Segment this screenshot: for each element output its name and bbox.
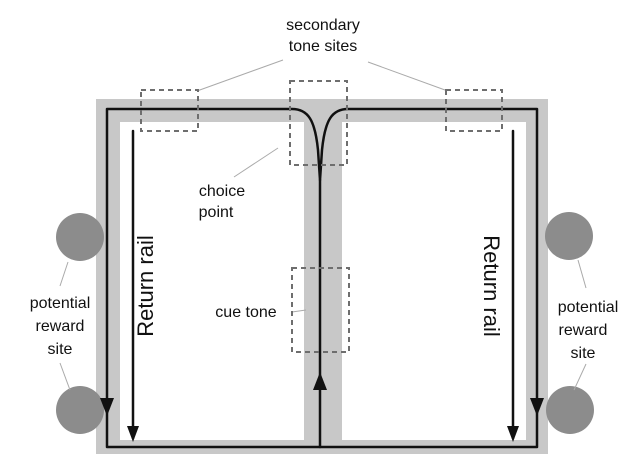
label-reward-right-3: site (571, 345, 596, 362)
arrowheads (100, 372, 544, 442)
arrowhead-center-up (313, 372, 327, 390)
leader-line-choice-point (233, 147, 279, 178)
leader-line-cue-tone (291, 309, 307, 313)
choice-point-box (289, 80, 348, 166)
animal-path (105, 107, 539, 449)
secondary-tone-site-left-box (140, 89, 199, 132)
leader-line-secondary-left (196, 59, 284, 92)
label-choice-point-2: point (199, 204, 234, 221)
leader-line-reward-left-top (59, 261, 69, 287)
leader-line-secondary-right (367, 61, 446, 91)
leader-lines (59, 59, 587, 391)
secondary-tone-site-right-box (445, 89, 503, 132)
label-reward-left-3: site (48, 341, 73, 358)
reward-site-circle-top-right (545, 212, 593, 260)
maze-track (96, 99, 548, 454)
cue-tone-box (291, 267, 350, 353)
label-choice-point-1: choice (199, 183, 245, 200)
label-reward-right-2: reward (559, 322, 608, 339)
reward-sites (56, 212, 594, 434)
label-reward-left-1: potential (30, 295, 91, 312)
label-reward-left-2: reward (36, 318, 85, 335)
leader-line-reward-left-bottom (59, 362, 71, 391)
arrowhead-right-rail (507, 426, 519, 442)
arrowhead-left-outer (100, 398, 114, 416)
reward-site-circle-bottom-right (546, 386, 594, 434)
tone-site-boxes (140, 80, 503, 353)
arrowhead-left-rail (127, 426, 139, 442)
label-return-rail-right: Return rail (479, 235, 504, 336)
labels: secondary tone sites choice point cue to… (30, 17, 619, 362)
arrowhead-right-outer (530, 398, 544, 416)
leader-line-reward-right-bottom (573, 363, 587, 391)
label-reward-right-1: potential (558, 299, 619, 316)
label-cue-tone: cue tone (215, 304, 276, 321)
leader-line-reward-right-top (577, 259, 587, 289)
track-shape (96, 99, 548, 454)
reward-site-circle-top-left (56, 213, 104, 261)
label-return-rail-left: Return rail (133, 235, 158, 336)
label-secondary-tone-sites-1: secondary (286, 17, 360, 34)
reward-site-circle-bottom-left (56, 386, 104, 434)
label-secondary-tone-sites-2: tone sites (289, 38, 357, 55)
